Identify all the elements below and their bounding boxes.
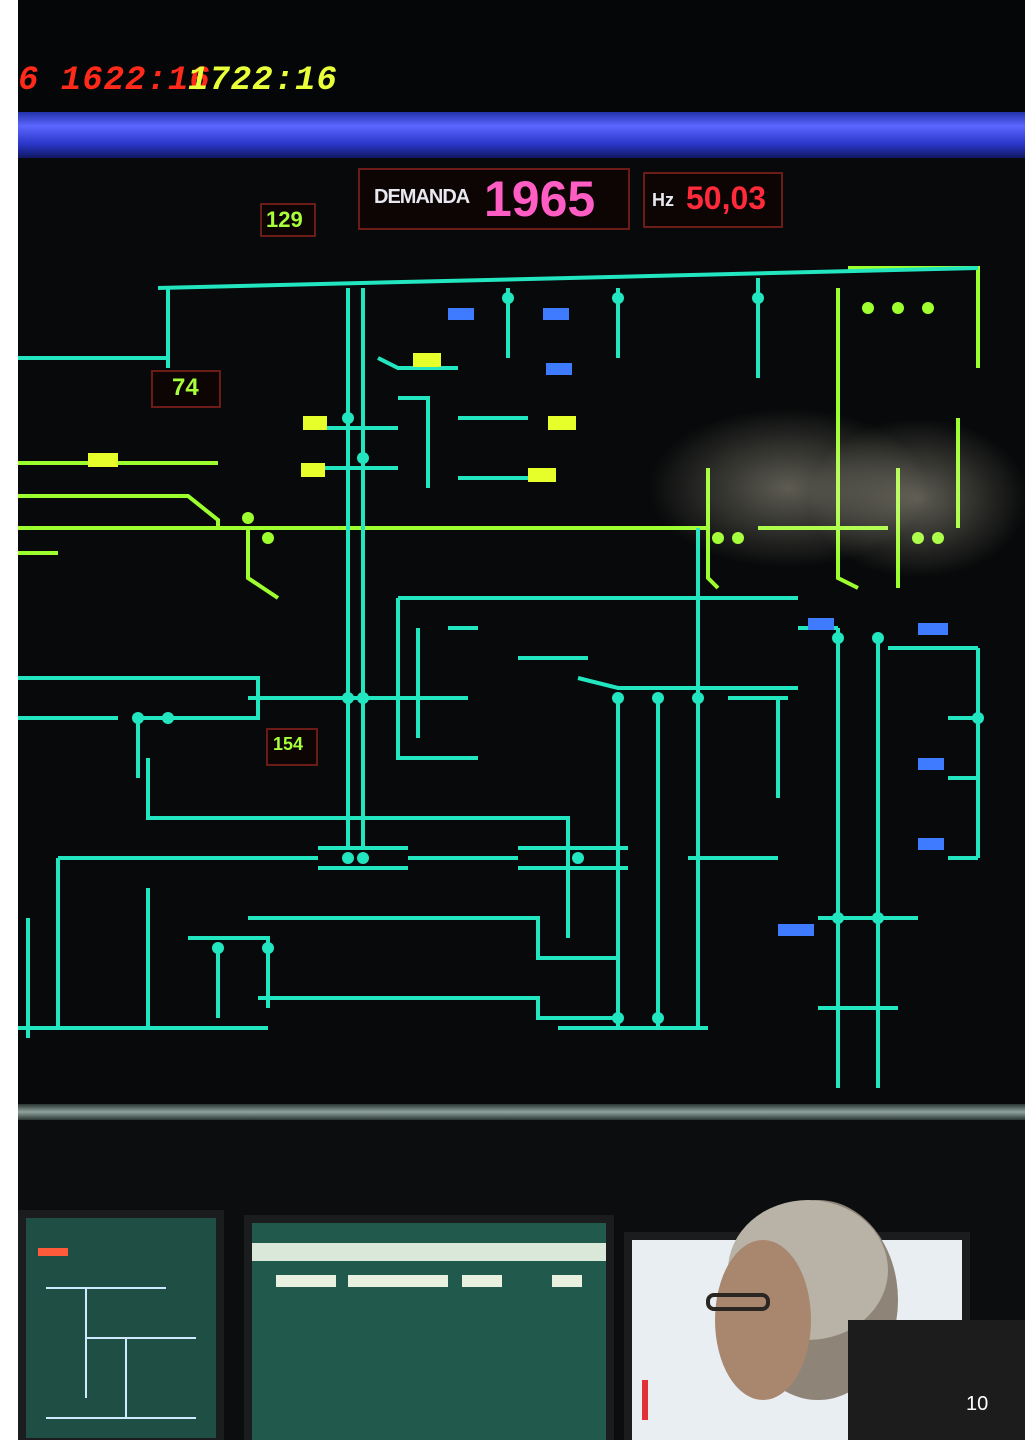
- control-room-photo: 6 1622:16 1722:16: [18, 0, 1025, 1440]
- transmission-lines-cyan: [18, 266, 980, 1088]
- wall-clock-green: 1722:16: [188, 62, 338, 100]
- value-middle-left: 74: [172, 374, 199, 401]
- value-box-upper: [260, 203, 316, 237]
- single-line-diagram: [18, 266, 1025, 1088]
- video-wall-bottom-edge: [18, 1104, 1025, 1120]
- frequency-value: 50,03: [686, 180, 767, 216]
- video-wall-header-bar: [18, 112, 1025, 158]
- monitor-left-schematic: [38, 1248, 196, 1419]
- monitor-right-screen: [642, 1380, 648, 1420]
- page-number: 10: [966, 1393, 989, 1415]
- glasses-icon: [706, 1293, 770, 1311]
- value-box-middle-left: [151, 370, 221, 408]
- operator-console-area: [18, 1120, 1025, 1440]
- breaker-markers: [132, 292, 984, 1024]
- value-upper: 129: [266, 207, 303, 232]
- monitor-middle: [244, 1215, 614, 1440]
- demand-value: 1965: [484, 171, 596, 227]
- substation-tags-blue: [448, 308, 948, 936]
- wall-clock-red: 6 1622:16: [18, 62, 211, 100]
- value-lower: 154: [273, 734, 304, 754]
- grid-schematic-video-wall: [18, 158, 1025, 1108]
- frequency-label: Hz: [652, 190, 674, 210]
- value-box-lower: [266, 728, 318, 766]
- substation-tags-yellow: [88, 353, 576, 482]
- monitor-left: [18, 1210, 224, 1440]
- frequency-panel: [643, 172, 783, 228]
- demand-label: DEMANDA: [374, 186, 470, 208]
- demand-panel: [358, 168, 630, 230]
- monitor-middle-table: [252, 1243, 606, 1287]
- operator-silhouette: [706, 1200, 1025, 1440]
